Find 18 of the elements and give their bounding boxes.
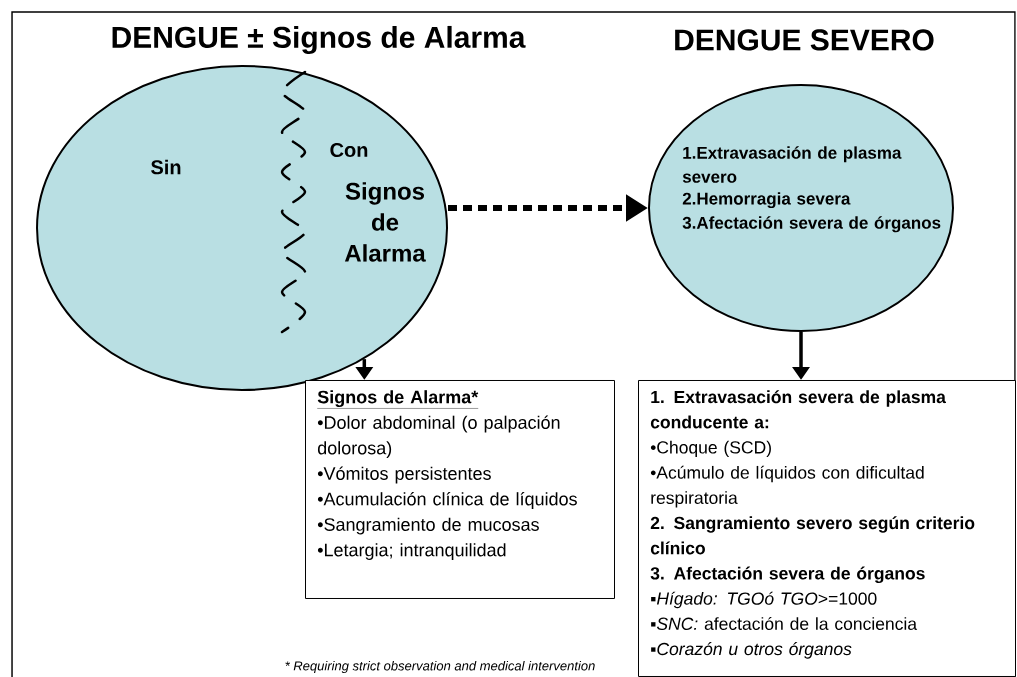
- label-text: Sin: [151, 159, 181, 175]
- node-label: 2. Sangramiento severo según criterio clínico: [650, 516, 975, 555]
- list-item: 2.Hemorragia severa: [682, 192, 851, 209]
- node-label: •Choque (SCD): [650, 440, 771, 458]
- footnote: * Requiring strict observation and medical intervention: [285, 660, 595, 674]
- node-label: ▪Corazón u otros órganos: [651, 642, 852, 659]
- node-label: ▪SNC: afectación de la conciencia: [651, 616, 918, 630]
- text-box: Signos de Alarma* •Dolor abdominal (o palpación dolorosa) •Vómitos persistentes •Acumulación clínica de líquidos •Sangramiento de mucosas •Letargia; intranquilidad: [305, 380, 615, 599]
- heading: DENGUE SEVERO: [675, 29, 934, 51]
- text-box: 1. Extravasación severa de plasma conducente a: •Choque (SCD) •Acúmulo de líquidos con dificultad respiratoria 2. Sangramiento severo según criterio clínico 3. Afectación severa de órganos ▪Hígado: TGOó TGO>=1000 ▪SNC: afectación de la conciencia ▪Corazón u otros órganos: [638, 380, 1016, 677]
- node-label: •Acúmulo de líquidos con dificultad respiratoria: [650, 465, 924, 508]
- node-label: ▪Hígado: TGOó TGO>=1000: [651, 591, 877, 609]
- label-text: Con: [330, 142, 368, 158]
- node-label: 1. Extravasación severa de plasma conducente a:: [650, 390, 946, 429]
- list-item: 1.Extravasación de plasma severo: [682, 146, 902, 183]
- list-item: 3.Afectación severa de órganos: [682, 216, 941, 233]
- node-label: 3. Afectación severa de órganos: [650, 566, 925, 584]
- label-text: Signos de Alarma: [344, 182, 426, 262]
